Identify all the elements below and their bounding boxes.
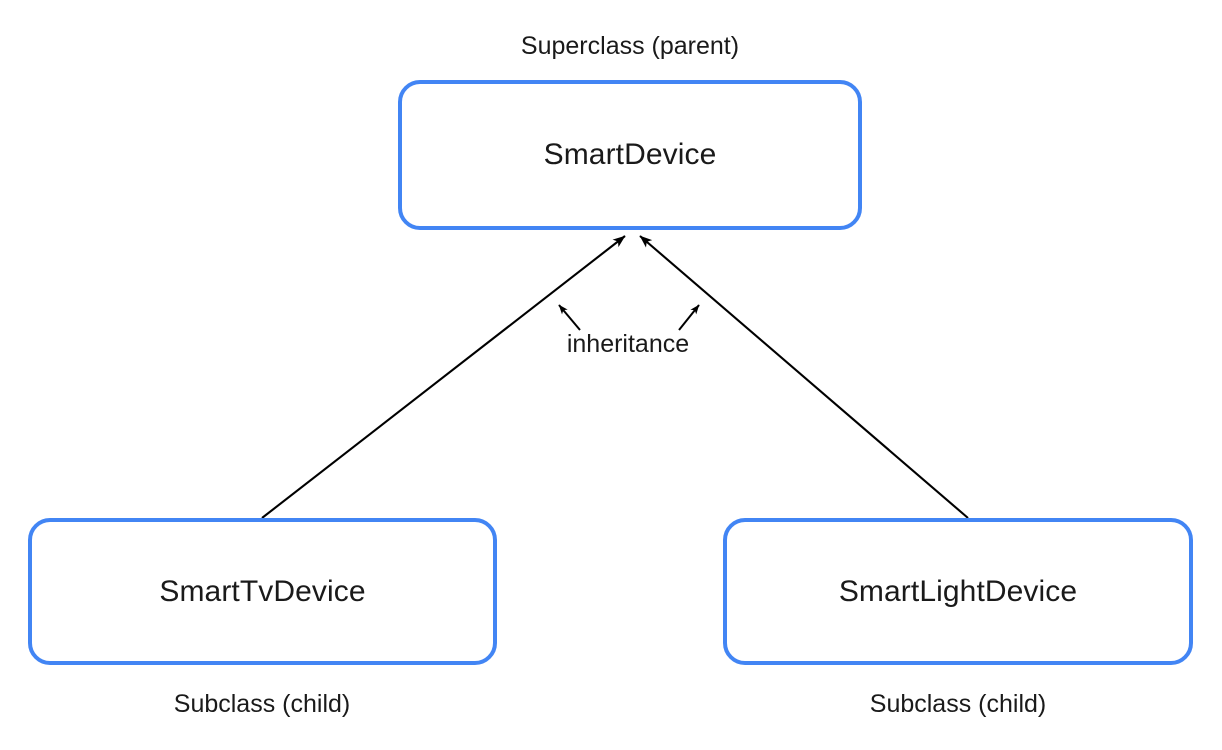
subclass-light-caption: Subclass (child)	[869, 690, 1047, 718]
class-box-smartdevice[interactable]: SmartDevice	[398, 80, 862, 230]
class-box-smartlightdevice[interactable]: SmartLightDevice	[723, 518, 1193, 665]
class-name-smarttvdevice: SmartTvDevice	[159, 574, 366, 608]
superclass-caption: Superclass (parent)	[520, 32, 740, 60]
class-name-smartlightdevice: SmartLightDevice	[838, 574, 1078, 608]
class-box-smarttvdevice[interactable]: SmartTvDevice	[28, 518, 497, 665]
inheritance-leader-arrow-left	[558, 304, 581, 331]
inheritance-leader-arrow-right	[678, 304, 700, 331]
subclass-tv-caption: Subclass (child)	[173, 690, 351, 718]
inheritance-edge-light	[639, 235, 969, 519]
inheritance-edge-tv	[261, 235, 626, 519]
inheritance-label: inheritance	[566, 330, 690, 358]
class-name-smartdevice: SmartDevice	[543, 138, 717, 171]
